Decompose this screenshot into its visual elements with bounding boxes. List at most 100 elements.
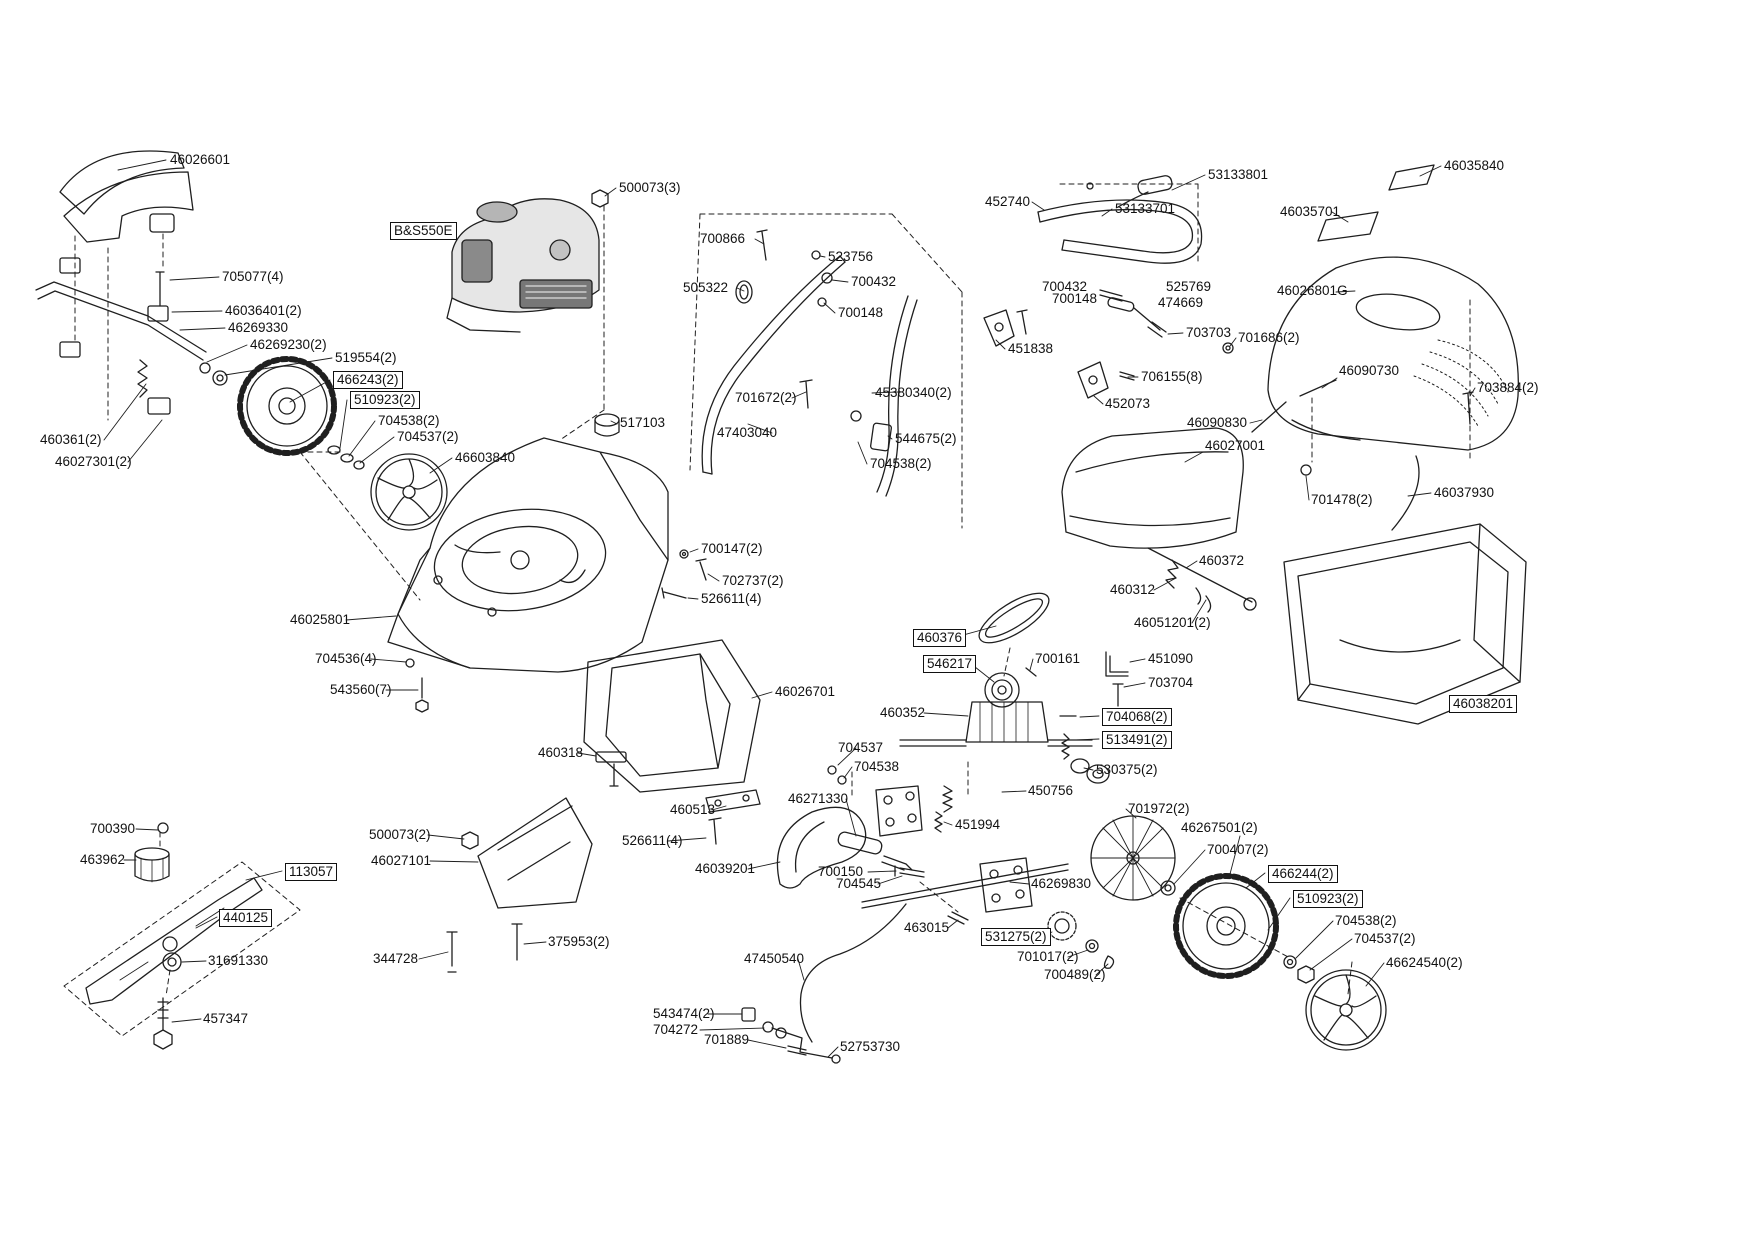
part-label-460513: 460513 <box>670 802 716 817</box>
part-label-451838: 451838 <box>1008 341 1054 356</box>
drive-belt <box>978 592 1050 644</box>
part-label-474669: 474669 <box>1158 295 1204 310</box>
spoked-wheel <box>1090 815 1176 901</box>
rear-right-hubcap <box>1305 969 1387 1051</box>
part-label-505322: 505322 <box>683 280 729 295</box>
part-label-700407-2: 700407(2) <box>1207 842 1269 857</box>
construction-lines <box>74 183 1471 997</box>
part-label-700147-2: 700147(2) <box>701 541 763 556</box>
part-label-46025801: 46025801 <box>290 612 351 627</box>
part-label-113057: 113057 <box>285 863 338 881</box>
part-label-705077-4: 705077(4) <box>222 269 284 284</box>
part-label-31691330: 31691330 <box>208 953 269 968</box>
part-label-517103: 517103 <box>620 415 666 430</box>
leader-lines <box>103 159 1476 1058</box>
lower-handle-left <box>35 257 228 415</box>
part-label-701478-2: 701478(2) <box>1311 492 1373 507</box>
part-label-700489-2: 700489(2) <box>1044 967 1106 982</box>
start-grip <box>776 806 913 889</box>
rear-right-fasteners <box>1283 955 1315 984</box>
cable-bracket <box>705 789 761 845</box>
part-label-46267501-2: 46267501(2) <box>1181 820 1258 835</box>
part-label-46035840: 46035840 <box>1444 158 1505 173</box>
part-label-526611-4: 526611(4) <box>622 833 683 848</box>
part-label-46027301-2: 46027301(2) <box>55 454 132 469</box>
part-label-700432: 700432 <box>1042 279 1088 294</box>
part-label-700866: 700866 <box>700 231 746 246</box>
part-label-704538-2: 704538(2) <box>1335 913 1397 928</box>
front-left-wheel <box>237 356 365 470</box>
part-label-460352: 460352 <box>880 705 926 720</box>
part-label-706155-8: 706155(8) <box>1141 369 1203 384</box>
grass-box <box>1283 523 1527 725</box>
part-label-701972-2: 701972(2) <box>1128 801 1190 816</box>
part-label-460361-2: 460361(2) <box>40 432 102 447</box>
upper-handle <box>1037 175 1203 264</box>
part-label-704538-2: 704538(2) <box>378 413 440 428</box>
part-label-700150: 700150 <box>818 864 864 879</box>
part-label-450756: 450756 <box>1028 783 1074 798</box>
part-label-46026701: 46026701 <box>775 684 836 699</box>
part-label-704538-2: 704538(2) <box>870 456 932 471</box>
part-label-46624540-2: 46624540(2) <box>1386 955 1463 970</box>
part-label-700161: 700161 <box>1035 651 1081 666</box>
control-rod <box>741 903 907 1064</box>
part-label-460372: 460372 <box>1199 553 1245 568</box>
part-label-526611-4: 526611(4) <box>701 591 762 606</box>
axle-assembly <box>861 785 1115 969</box>
part-label-463962: 463962 <box>80 852 126 867</box>
part-label-52753730: 52753730 <box>840 1039 901 1054</box>
part-label-704068-2: 704068(2) <box>1102 708 1172 726</box>
washer-700407 <box>1160 880 1176 896</box>
part-label-701672-2: 701672(2) <box>735 390 797 405</box>
transmission <box>827 651 1129 833</box>
part-label-701889: 701889 <box>704 1032 750 1047</box>
part-label-701017-2: 701017(2) <box>1017 949 1079 964</box>
part-label-440125: 440125 <box>219 909 273 927</box>
part-label-530375-2: 530375(2) <box>1096 762 1158 777</box>
part-label-46035701: 46035701 <box>1280 204 1341 219</box>
part-label-460312: 460312 <box>1110 582 1156 597</box>
part-label-46269830: 46269830 <box>1031 876 1092 891</box>
part-label-46269330: 46269330 <box>228 320 289 335</box>
part-label-46090830: 46090830 <box>1187 415 1248 430</box>
part-label-46027101: 46027101 <box>371 853 432 868</box>
part-label-704536-4: 704536(4) <box>315 651 377 666</box>
part-label-46036401-2: 46036401(2) <box>225 303 302 318</box>
part-label-543560-7: 543560(7) <box>330 682 392 697</box>
part-label-46051201-2: 46051201(2) <box>1134 615 1211 630</box>
part-label-451994: 451994 <box>955 817 1001 832</box>
pad-46035701 <box>1317 211 1379 242</box>
part-label-704537-2: 704537(2) <box>1354 931 1416 946</box>
rear-housing <box>583 639 761 793</box>
part-label-375953-2: 375953(2) <box>548 934 610 949</box>
part-label-701686-2: 701686(2) <box>1238 330 1300 345</box>
part-label-703884-2: 703884(2) <box>1477 380 1539 395</box>
part-label-466244-2: 466244(2) <box>1268 865 1338 883</box>
part-label-544675-2: 544675(2) <box>895 431 957 446</box>
part-label-53133801: 53133801 <box>1208 167 1269 182</box>
handlebar-lower <box>701 229 846 475</box>
part-label-46026601: 46026601 <box>170 152 231 167</box>
part-label-47450540: 47450540 <box>744 951 805 966</box>
part-label-46038201: 46038201 <box>1449 695 1518 713</box>
part-label-b-s550e: B&S550E <box>390 222 457 240</box>
part-label-704545: 704545 <box>836 876 882 891</box>
part-label-53133701: 53133701 <box>1115 201 1176 216</box>
guard-plate <box>446 797 593 973</box>
part-label-700432: 700432 <box>851 274 897 289</box>
part-label-704537: 704537 <box>838 740 884 755</box>
handlebar-upper-tube <box>850 295 918 497</box>
part-label-703703: 703703 <box>1186 325 1232 340</box>
part-label-700148: 700148 <box>1052 291 1098 306</box>
part-label-463015: 463015 <box>904 920 950 935</box>
engine <box>446 198 600 333</box>
part-label-451090: 451090 <box>1148 651 1194 666</box>
part-label-452073: 452073 <box>1105 396 1151 411</box>
part-label-46271330: 46271330 <box>788 791 849 806</box>
part-label-700148: 700148 <box>838 305 884 320</box>
bag-rod-spring <box>1147 547 1257 613</box>
part-label-46039201: 46039201 <box>695 861 756 876</box>
